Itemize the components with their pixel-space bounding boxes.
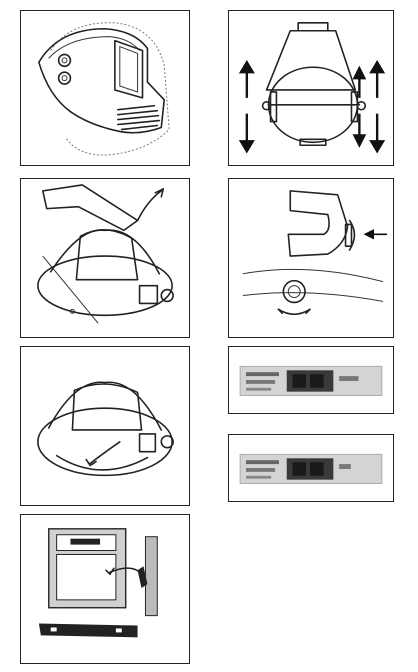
figure-filter-cartridge-replace — [20, 514, 190, 664]
figure-crown-strap-adjust — [20, 178, 190, 338]
crown-strap-illustration — [21, 179, 189, 337]
ratchet-knob-illustration — [229, 179, 393, 337]
figure-ratchet-knob-adjust — [228, 178, 394, 338]
figure-sweatband-replace — [20, 346, 190, 506]
figure-control-panel-2 — [228, 434, 394, 502]
figure-helmet-side-view — [20, 10, 190, 166]
figure-headgear-width-adjust — [228, 10, 394, 166]
figure-control-panel-1 — [228, 346, 394, 414]
control-panel-1-illustration — [229, 347, 393, 413]
sweatband-illustration — [21, 347, 189, 505]
control-panel-2-illustration — [229, 435, 393, 501]
filter-cartridge-illustration — [21, 515, 189, 663]
helmet-illustration — [21, 11, 189, 165]
headgear-width-illustration — [229, 11, 393, 165]
